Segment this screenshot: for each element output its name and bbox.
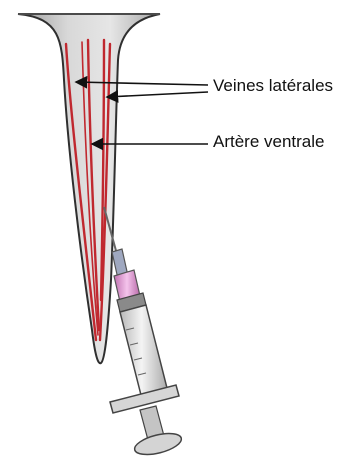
syringe-barrel	[120, 305, 168, 399]
label-ventral-artery: Artère ventrale	[213, 133, 325, 150]
label-lateral-veins: Veines latérales	[213, 77, 333, 94]
arrow-lateral-vein-right	[107, 92, 208, 97]
syringe	[104, 207, 183, 459]
